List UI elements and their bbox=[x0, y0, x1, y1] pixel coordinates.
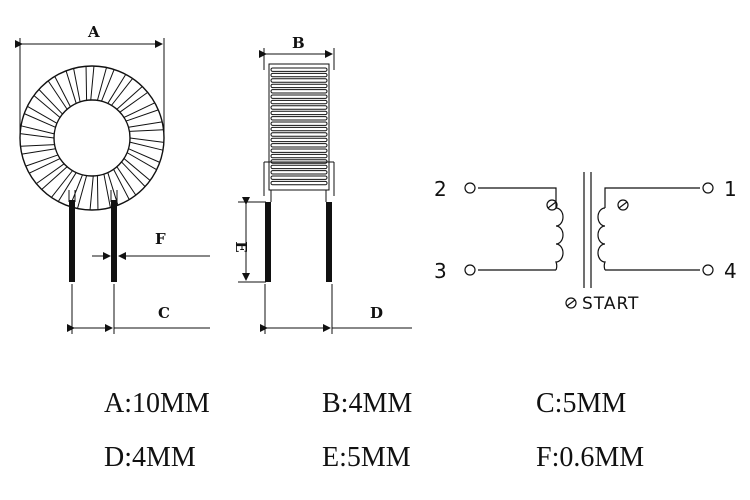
toroid-top-view bbox=[19, 65, 165, 282]
dimension-b bbox=[259, 48, 335, 70]
side-lead-left bbox=[265, 202, 271, 282]
pin-4: 4 bbox=[724, 259, 737, 283]
dimension-e bbox=[238, 197, 266, 283]
label-e: E bbox=[232, 241, 250, 252]
spec-e: E:5MM bbox=[322, 442, 411, 473]
spec-c: C:5MM bbox=[536, 388, 627, 419]
side-lead-right bbox=[326, 202, 332, 282]
spec-b: B:4MM bbox=[322, 388, 413, 419]
dimension-a bbox=[15, 38, 165, 138]
start-label: START bbox=[582, 294, 639, 314]
start-dot-right bbox=[617, 199, 629, 211]
schematic bbox=[464, 172, 714, 309]
pin-2: 2 bbox=[434, 177, 447, 201]
terminal-3 bbox=[464, 264, 476, 276]
pin-3: 3 bbox=[434, 259, 447, 283]
start-dot-left bbox=[546, 199, 558, 211]
dimension-d bbox=[260, 284, 412, 334]
label-d: D bbox=[370, 304, 383, 322]
spec-d: D:4MM bbox=[104, 442, 196, 473]
inductor-drawing: A F C B E bbox=[15, 23, 737, 334]
lead-left bbox=[69, 200, 75, 282]
start-dot-legend bbox=[565, 297, 577, 309]
label-c: C bbox=[158, 304, 170, 322]
lead-right bbox=[111, 200, 117, 282]
toroid-side-view bbox=[263, 63, 335, 282]
dimension-c bbox=[67, 284, 210, 334]
terminal-1 bbox=[702, 182, 714, 194]
spec-a: A:10MM bbox=[104, 388, 210, 419]
label-f: F bbox=[155, 230, 166, 248]
terminal-4 bbox=[702, 264, 714, 276]
dimension-specs: A:10MM B:4MM C:5MM D:4MM E:5MM F:0.6MM bbox=[0, 380, 750, 490]
label-a: A bbox=[87, 23, 100, 41]
label-b: B bbox=[292, 34, 305, 52]
pin-1: 1 bbox=[724, 177, 737, 201]
spec-f: F:0.6MM bbox=[536, 442, 645, 473]
terminal-2 bbox=[464, 182, 476, 194]
